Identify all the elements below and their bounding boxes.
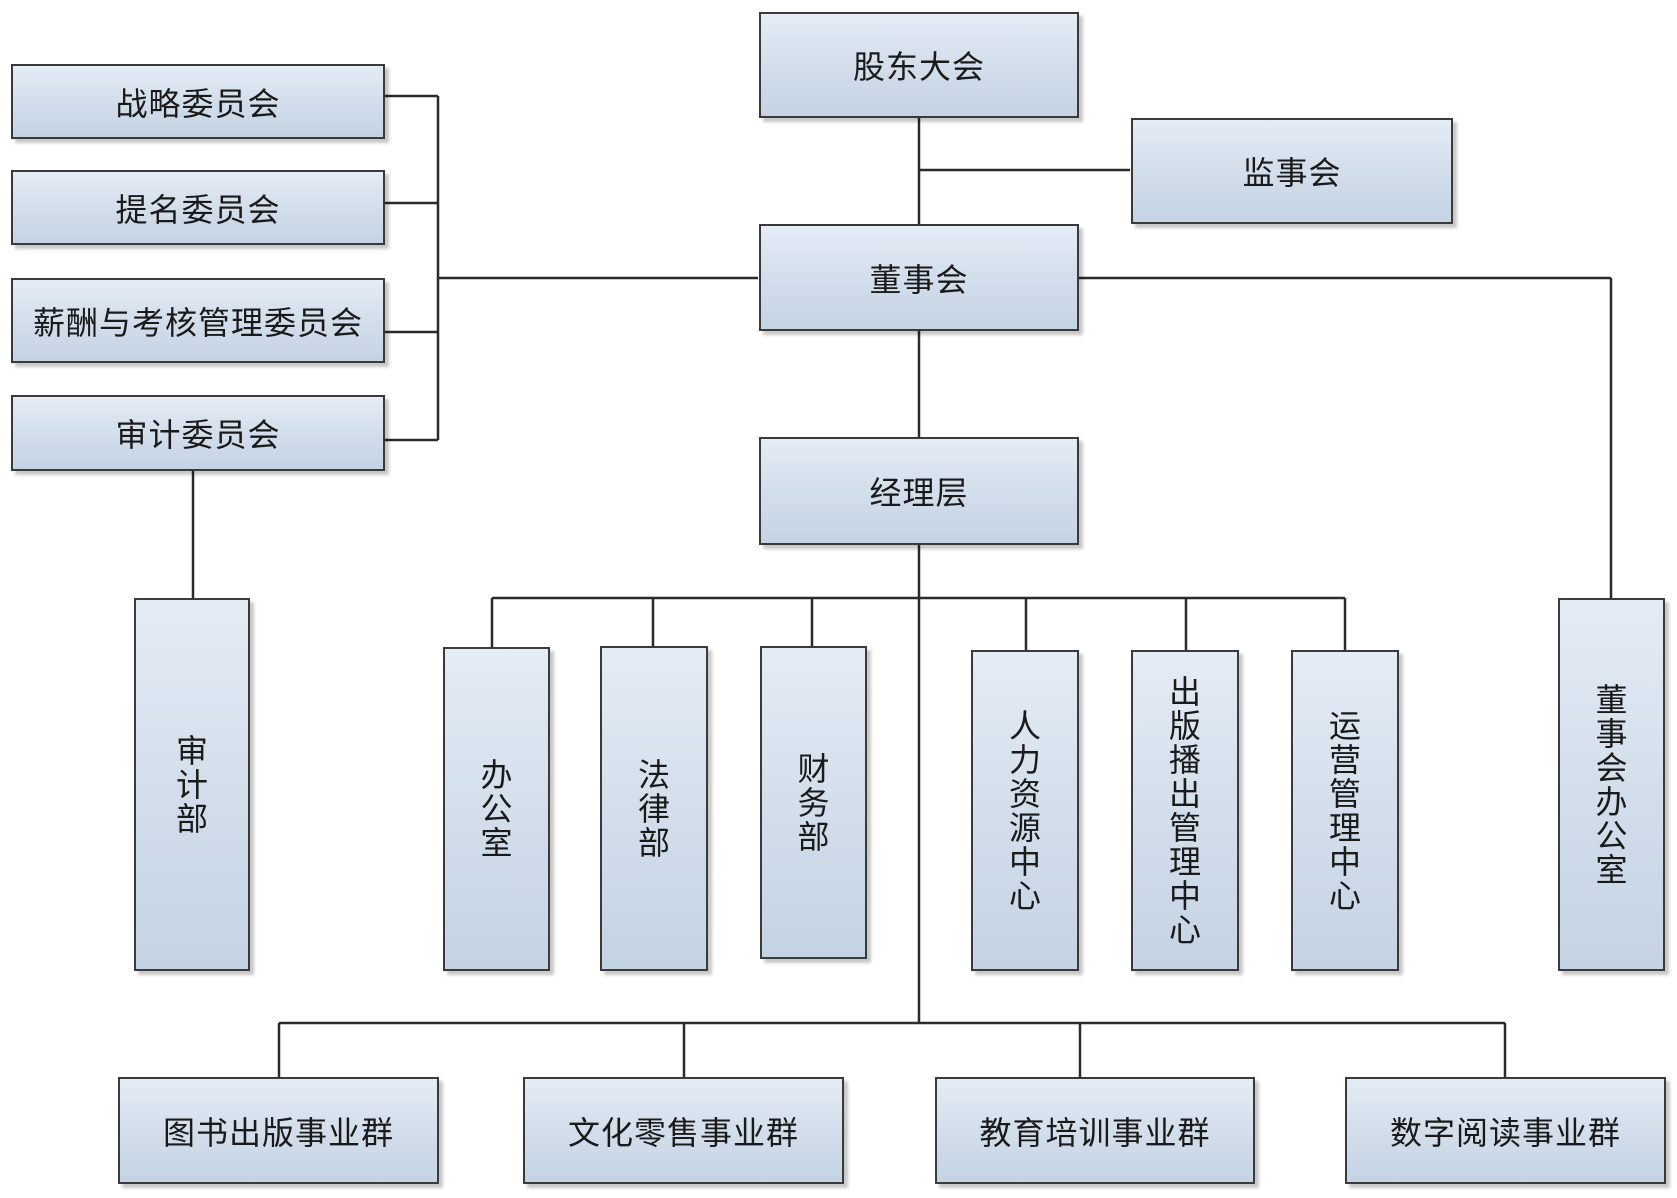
management-box: 经理层 (759, 437, 1079, 545)
department-box: 法律部 (600, 646, 708, 971)
board-of-directors-label: 董事会 (869, 260, 969, 299)
board-of-directors-box: 董事会 (759, 224, 1079, 331)
board-office-label: 董事会办公室 (1595, 680, 1628, 889)
committee-box: 薪酬与考核管理委员会 (11, 278, 385, 363)
department-label: 人力资源中心 (1009, 706, 1042, 915)
business-group-box: 数字阅读事业群 (1345, 1077, 1666, 1184)
business-group-box: 文化零售事业群 (523, 1077, 844, 1184)
committee-label: 战略委员会 (115, 84, 281, 123)
management-label: 经理层 (869, 474, 969, 512)
business-group-label: 数字阅读事业群 (1389, 1113, 1621, 1152)
department-box: 财务部 (760, 646, 867, 959)
business-group-box: 图书出版事业群 (118, 1077, 439, 1184)
business-group-box: 教育培训事业群 (935, 1077, 1255, 1184)
department-label: 出版播出管理中心 (1169, 672, 1202, 949)
department-label: 法律部 (638, 755, 671, 862)
committee-box: 战略委员会 (11, 64, 385, 139)
business-group-label: 教育培训事业群 (979, 1113, 1211, 1152)
audit-department-box: 审计部 (134, 598, 250, 971)
department-label: 运营管理中心 (1329, 706, 1362, 915)
supervisory-board-box: 监事会 (1131, 118, 1453, 224)
department-box: 运营管理中心 (1291, 650, 1399, 971)
audit-department-label: 审计部 (176, 731, 209, 838)
department-box: 办公室 (443, 647, 550, 971)
business-group-label: 文化零售事业群 (567, 1113, 799, 1152)
committee-label: 薪酬与考核管理委员会 (32, 303, 363, 342)
department-box: 人力资源中心 (971, 650, 1079, 971)
board-office-box: 董事会办公室 (1558, 598, 1665, 971)
shareholders-meeting-label: 股东大会 (852, 48, 985, 86)
committee-label: 审计委员会 (115, 416, 281, 454)
committee-box: 审计委员会 (11, 395, 385, 471)
committee-box: 提名委员会 (11, 170, 385, 245)
department-label: 办公室 (480, 756, 513, 862)
committee-label: 提名委员会 (115, 190, 281, 229)
department-label: 财务部 (797, 749, 830, 856)
supervisory-board-label: 监事会 (1242, 154, 1342, 192)
department-box: 出版播出管理中心 (1131, 650, 1239, 971)
shareholders-meeting-box: 股东大会 (759, 12, 1079, 118)
business-group-label: 图书出版事业群 (162, 1113, 394, 1152)
